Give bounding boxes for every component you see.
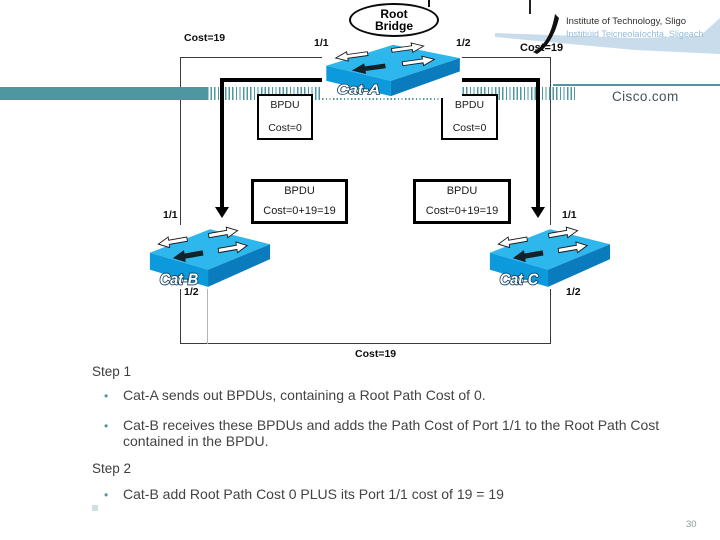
bullet-icon: • [104,488,109,502]
cost-label-right: Cost=19 [520,42,564,54]
switch-label: Cat-A [337,82,380,98]
bpdu-cost: Cost=0 [268,122,302,134]
switch-cat-a: Cat-A [322,41,462,98]
teal-band-thin-line [553,84,720,86]
cat-a-port-left-label: 1/1 [314,37,329,49]
institute-name: Institute of Technology, Sligo [566,16,687,27]
bullet-text: Cat-A sends out BPDUs, containing a Root… [123,387,486,403]
root-bridge-line2: Bridge [374,19,413,33]
root-bridge-line1: Root [380,6,408,21]
cost-label-bottom: Cost=19 [355,348,397,360]
oval-tick-mark [428,0,430,7]
logo-tick-line [529,0,531,14]
switch-label: Cat-C [500,271,540,289]
bpdu-box-top-left: BPDU Cost=0 [257,94,313,140]
switch-cat-c: Cat-C [486,225,612,289]
bullet-icon: • [104,419,109,433]
cat-a-port-right-label: 1/2 [456,37,471,49]
logo-ribbon [495,18,720,54]
switch-icon: Cat-C [486,225,612,289]
arrowhead-left-icon [215,207,229,218]
bullet-text: Cat-B receives these BPDUs and adds the … [123,417,660,449]
bpdu-box-bottom-left: BPDU Cost=0+19=19 [251,179,348,224]
cat-b-port-bottom-label: 1/2 [184,286,199,298]
bpdu-title: BPDU [454,99,485,111]
logo-swoosh-icon [533,14,559,54]
bpdu-cost: Cost=0+19=19 [263,205,336,217]
bpdu-title: BPDU [284,185,315,197]
cat-b-port-top-label: 1/1 [163,209,178,221]
arrowhead-right-icon [531,207,545,218]
step2-bullet-1: • Cat-B add Root Path Cost 0 PLUS its Po… [104,486,660,504]
bpdu-cost: Cost=0+19=19 [425,205,499,217]
switch-label: Cat-B [160,271,199,289]
bpdu-box-bottom-right: BPDU Cost=0+19=19 [413,179,511,224]
step1-heading: Step 1 [92,364,132,379]
bpdu-title: BPDU [270,99,300,111]
step2-heading: Step 2 [92,461,132,476]
root-bridge-oval: Root Bridge [349,3,439,37]
cat-c-port-bottom-label: 1/2 [566,286,581,298]
faded-bullet-icon [92,505,98,511]
cisco-brand-text: Cisco.com [612,89,679,104]
bpdu-box-top-right: BPDU Cost=0 [441,94,498,140]
bpdu-cost: Cost=0 [452,122,487,134]
teal-band-solid [0,87,207,100]
page-number: 30 [686,519,697,530]
bullet-icon: • [104,389,109,403]
step1-bullet-2: • Cat-B receives these BPDUs and adds th… [104,417,660,449]
switch-icon: Cat-B [146,225,272,289]
step1-bullet-1: • Cat-A sends out BPDUs, containing a Ro… [104,387,660,405]
bpdu-title: BPDU [446,185,478,197]
bullet-text: Cat-B add Root Path Cost 0 PLUS its Port… [123,486,504,502]
link-line-left [207,240,208,344]
institute-logo [495,14,720,54]
cat-c-port-top-label: 1/1 [562,209,577,221]
switch-icon: Cat-A [322,41,462,98]
institute-name-irish: Institiúid Teicneolaíochta, Sligeach [566,29,704,39]
cost-label-left: Cost=19 [184,32,226,44]
switch-cat-b: Cat-B [146,225,272,289]
